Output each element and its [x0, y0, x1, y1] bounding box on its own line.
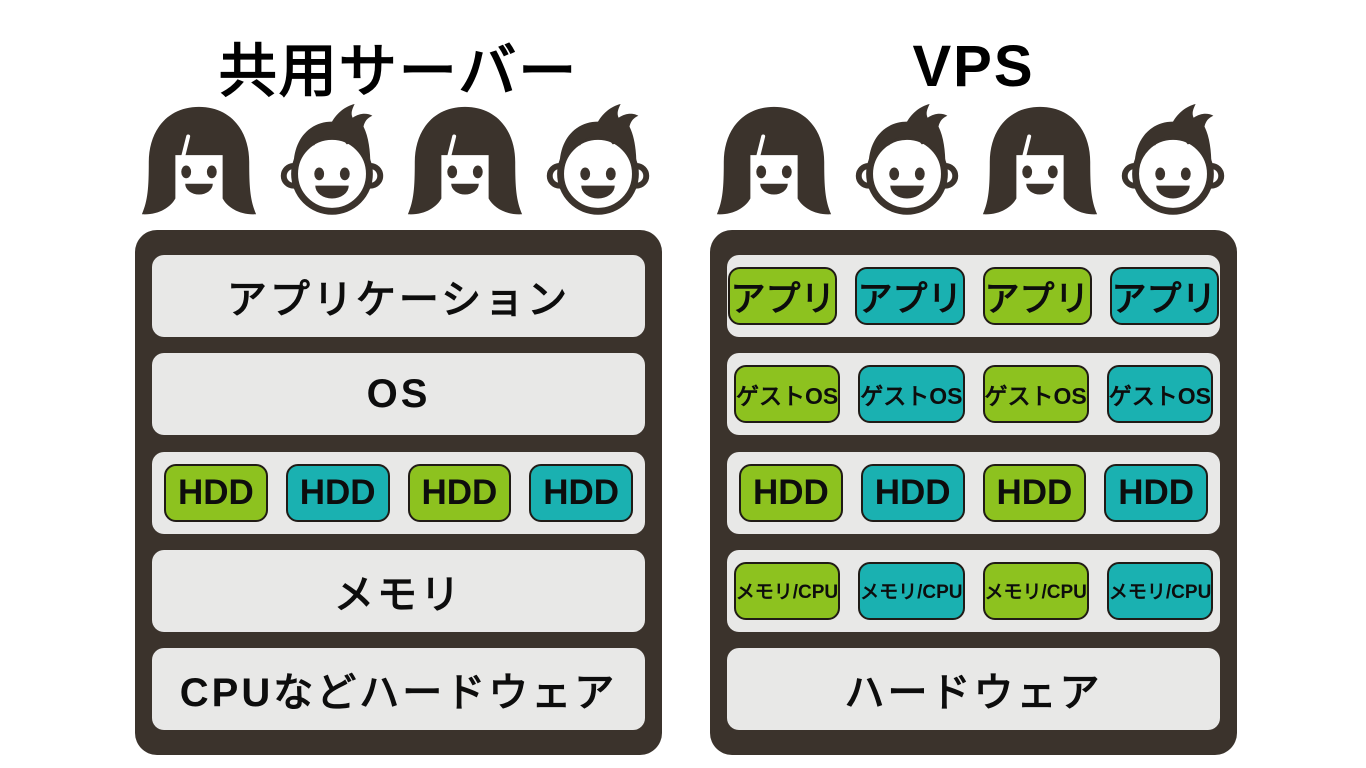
- right-row-2-pill-2: HDD: [982, 463, 1087, 522]
- left-row-4: CPUなどハードウェア: [152, 648, 645, 730]
- right-row-1: ゲストOS ゲストOS ゲストOS ゲストOS: [727, 353, 1220, 436]
- boy-user-icon: [546, 103, 650, 215]
- right-row-3-pill-0: メモリ/CPU: [733, 561, 841, 620]
- right-row-3-pill-3: メモリ/CPU: [1106, 561, 1214, 620]
- girl-user-icon: [716, 106, 832, 215]
- right-row-2-pill-1: HDD: [860, 463, 965, 522]
- girl-user-icon: [982, 106, 1098, 215]
- shared-server-title: 共用サーバー: [218, 39, 579, 104]
- right-row-4-label: ハードウェア: [844, 671, 1103, 715]
- right-row-2-pill-3: HDD: [1104, 463, 1208, 522]
- right-row-0-pill-1: アプリ: [855, 267, 965, 325]
- right-row-1-pill-1: ゲストOS: [858, 365, 965, 424]
- left-row-1-label: OS: [366, 371, 431, 416]
- right-row-1-pill-0: ゲストOS: [734, 365, 841, 424]
- left-row-4-label: CPUなどハードウェア: [179, 671, 618, 715]
- right-row-3: メモリ/CPU メモリ/CPU メモリ/CPU メモリ/CPU: [727, 549, 1220, 632]
- shared-server-panel: アプリケーション OS HDD HDD HDD HDD メモリ CPUなどハードウェア: [135, 230, 662, 755]
- right-row-4: ハードウェア: [727, 648, 1220, 730]
- boy-user-icon: [280, 103, 384, 215]
- boy-user-icon: [1121, 103, 1225, 215]
- left-row-2-pill-3: HDD: [529, 463, 633, 522]
- boy-user-icon: [855, 103, 959, 215]
- left-row-0: アプリケーション: [152, 255, 645, 337]
- right-row-1-pill-2: ゲストOS: [982, 365, 1089, 424]
- left-row-0-label: アプリケーション: [226, 278, 571, 322]
- left-row-3-label: メモリ: [334, 572, 463, 617]
- vps-title: VPS: [912, 33, 1035, 99]
- vps-users: [710, 99, 1237, 230]
- girl-user-icon: [141, 106, 257, 215]
- girl-user-icon: [407, 106, 523, 215]
- left-row-2-pill-2: HDD: [407, 463, 512, 522]
- right-row-0: アプリアプリアプリアプリ: [727, 255, 1220, 337]
- left-row-1: OS: [152, 353, 645, 436]
- left-row-2-pill-0: HDD: [164, 463, 268, 522]
- right-row-0-pill-3: アプリ: [1109, 267, 1219, 325]
- right-row-3-pill-1: メモリ/CPU: [858, 561, 965, 620]
- left-row-2: HDD HDD HDD HDD: [152, 451, 645, 534]
- right-row-3-pill-2: メモリ/CPU: [982, 561, 1089, 620]
- right-row-0-pill-0: アプリ: [728, 267, 838, 325]
- right-row-0-pill-2: アプリ: [982, 267, 1092, 325]
- right-row-1-pill-3: ゲストOS: [1106, 365, 1213, 424]
- left-row-3: メモリ: [152, 549, 645, 632]
- left-row-2-pill-1: HDD: [285, 463, 390, 522]
- right-row-2: HDD HDD HDD HDD: [727, 451, 1220, 534]
- shared-server-users: [135, 99, 662, 230]
- right-row-2-pill-0: HDD: [739, 463, 843, 522]
